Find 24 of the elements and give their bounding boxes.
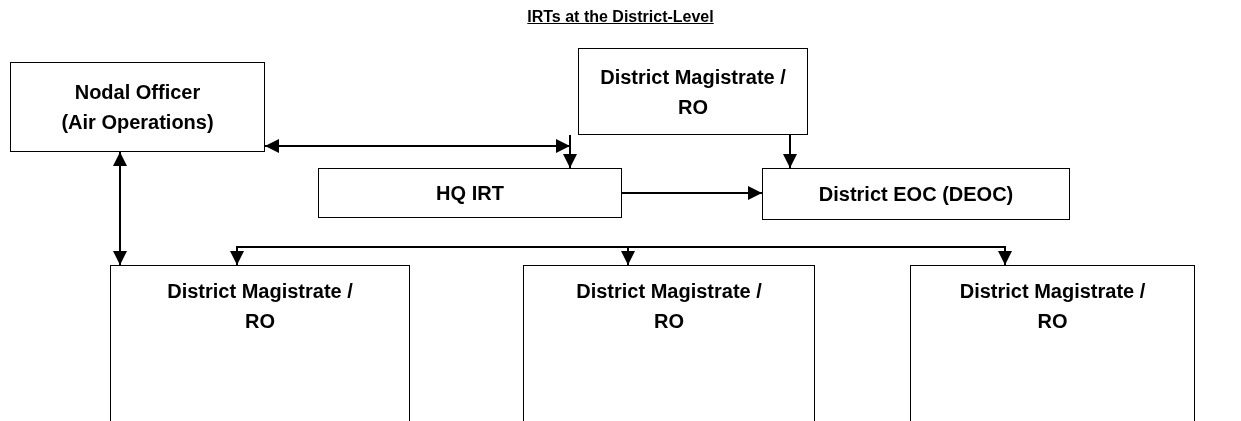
arrow (783, 134, 797, 169)
box-label: District Magistrate / RO (575, 279, 763, 334)
arrow (621, 186, 763, 200)
arrow (563, 134, 577, 169)
org-box (762, 168, 1070, 220)
arrow (230, 246, 244, 266)
org-box (910, 265, 1195, 421)
org-box (110, 265, 410, 421)
arrow (113, 151, 127, 266)
org-box (10, 62, 265, 152)
diagram-title: IRTs at the District-Level (527, 8, 714, 25)
arrow (264, 139, 571, 153)
org-box (318, 168, 622, 218)
box-label: District Magistrate / RO (166, 279, 354, 334)
box-label: HQ IRT (436, 181, 504, 206)
box-label: District Magistrate / RO (599, 64, 787, 120)
box-label: Nodal Officer (Air Operations) (60, 80, 215, 135)
org-box (578, 48, 808, 135)
box-label: District EOC (DEOC) (818, 182, 1014, 207)
box-label: District Magistrate / RO (958, 279, 1147, 334)
org-box (523, 265, 815, 421)
arrow (998, 246, 1012, 266)
connector-line (235, 246, 1007, 248)
arrow (621, 246, 635, 266)
